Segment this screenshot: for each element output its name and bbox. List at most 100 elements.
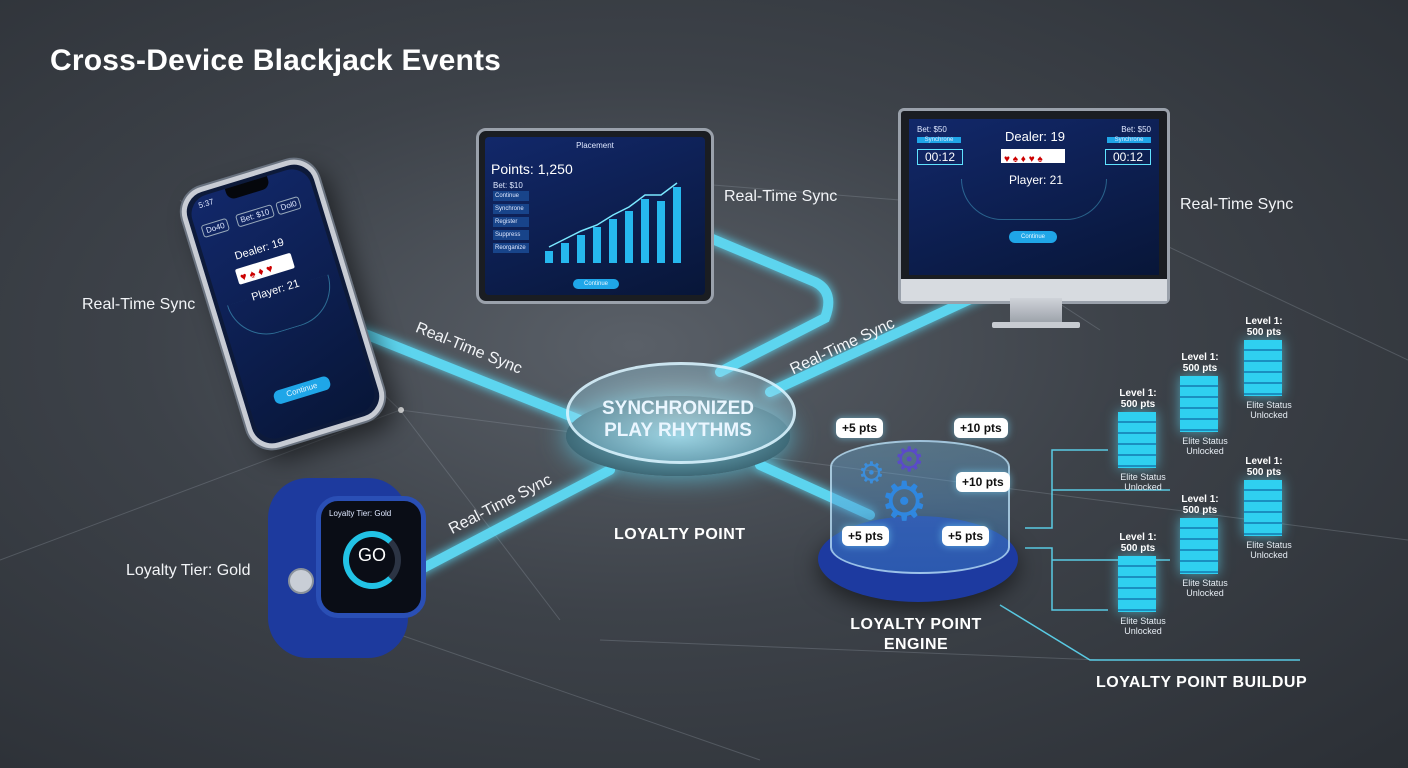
buildup-caption: LOYALTY POINT BUILDUP xyxy=(1096,674,1308,691)
phone-continue-button[interactable]: Continue xyxy=(272,375,332,406)
tablet-menu-item[interactable]: Suppress xyxy=(493,230,529,240)
gear-icon: ⚙ xyxy=(858,457,885,490)
phone-bet-label: Bet: $10 xyxy=(234,204,275,228)
stack-blocks xyxy=(1118,556,1156,612)
stack-status-sub: Unlocked xyxy=(1124,626,1162,636)
tablet-header: Placement xyxy=(576,141,614,150)
watch-center-text: GO xyxy=(357,545,386,565)
hub-title-line2: PLAY RHYTHMS xyxy=(604,420,752,441)
points-badge: +5 pts xyxy=(842,526,890,546)
sync-path-tablet xyxy=(705,233,834,377)
stack-status-label: Elite Status xyxy=(1246,400,1292,410)
monitor-timer-right: 00:12 xyxy=(1105,149,1151,165)
sync-path-phone xyxy=(325,315,585,425)
sync-path-monitor xyxy=(765,285,995,397)
monitor-device: Bet: $50 Bet: $50 Synchrone Synchrone 00… xyxy=(898,108,1170,304)
stack-status-label: Elite Status xyxy=(1120,472,1166,482)
monitor-cards: ♥ ♠ ♦ ♥ ♠ xyxy=(1001,149,1065,165)
phone-status-time: 5:37 xyxy=(197,197,215,211)
sync-hub: SYNCHRONIZED PLAY RHYTHMS xyxy=(566,362,796,480)
tablet-bet: Bet: $10 xyxy=(493,181,523,190)
stack-status-sub: Unlocked xyxy=(1186,446,1224,456)
phone-notch xyxy=(224,176,271,201)
stack-status-sub: Unlocked xyxy=(1250,550,1288,560)
stack-level-label: Level 1: xyxy=(1245,316,1283,327)
stack-blocks xyxy=(1118,412,1156,468)
tablet-device: Placement Points: 1,250 Bet: $10 Continu… xyxy=(476,128,714,304)
stack-points-label: 500 pts xyxy=(1182,363,1218,374)
tablet-menu-item[interactable]: Reorganize xyxy=(493,243,529,253)
hub-top xyxy=(566,362,796,464)
tablet-menu-item[interactable]: Register xyxy=(493,217,529,227)
monitor-pill-left: Synchrone xyxy=(917,137,961,143)
tablet-screen: Placement Points: 1,250 Bet: $10 Continu… xyxy=(485,137,705,295)
engine-cylinder xyxy=(830,440,1010,574)
monitor-table-arc xyxy=(961,179,1107,220)
gear-icon: ⚙ xyxy=(880,472,929,532)
tablet-continue-button[interactable]: Continue xyxy=(573,279,619,289)
tablet-bar-chart xyxy=(545,182,681,263)
tablet-menu: Continue Synchrone Register Suppress Reo… xyxy=(493,191,529,256)
page-title: Cross-Device Blackjack Events xyxy=(50,44,502,77)
monitor-bet-left: Bet: $50 xyxy=(917,125,947,134)
tablet-points: Points: 1,250 xyxy=(491,161,573,177)
stack-points-label: 500 pts xyxy=(1246,327,1282,338)
stack-level-label: Level 1: xyxy=(1119,388,1157,399)
stack-status-sub: Unlocked xyxy=(1250,410,1288,420)
monitor-screen: Bet: $50 Bet: $50 Synchrone Synchrone 00… xyxy=(909,119,1159,275)
watch-progress-ring xyxy=(343,531,401,589)
stack-status-sub: Unlocked xyxy=(1124,482,1162,492)
stack-points-label: 500 pts xyxy=(1120,399,1156,410)
points-badge: +10 pts xyxy=(954,418,1008,438)
tablet-menu-item[interactable]: Synchrone xyxy=(493,204,529,214)
stack-points-label: 500 pts xyxy=(1246,467,1282,478)
stack-blocks xyxy=(1180,518,1218,574)
watch-header: Loyalty Tier: Gold xyxy=(329,509,392,518)
stack-status-label: Elite Status xyxy=(1120,616,1166,626)
stack-status-label: Elite Status xyxy=(1182,436,1228,446)
stack-blocks xyxy=(1180,376,1218,432)
monitor-bet-right: Bet: $50 xyxy=(1121,125,1151,134)
monitor-pill-right: Synchrone xyxy=(1107,137,1151,143)
monitor-sync-label: Real-Time Sync xyxy=(1180,196,1294,213)
hub-caption: LOYALTY POINT xyxy=(614,526,746,543)
sync-path-watch xyxy=(405,465,615,580)
stack-status-label: Elite Status xyxy=(1246,540,1292,550)
monitor-chin xyxy=(901,279,1167,301)
monitor-timer-left: 00:12 xyxy=(917,149,963,165)
watch-device: Loyalty Tier: Gold GO xyxy=(316,496,426,618)
engine-caption-line1: LOYALTY POINT xyxy=(850,616,982,633)
monitor-stand xyxy=(1010,298,1062,324)
tablet-menu-item[interactable]: Continue xyxy=(493,191,529,201)
stack-points-label: 500 pts xyxy=(1182,505,1218,516)
monitor-continue-button[interactable]: Continue xyxy=(1009,231,1057,243)
points-badge: +10 pts xyxy=(956,472,1010,492)
stack-blocks xyxy=(1244,480,1282,536)
watch-tier-label: Loyalty Tier: Gold xyxy=(126,562,251,579)
stack-level-label: Level 1: xyxy=(1181,352,1219,363)
monitor-base xyxy=(992,322,1080,328)
gear-icon: ⚙ xyxy=(894,441,925,479)
phone-bet-left: Do40 xyxy=(200,217,231,239)
stack-level-label: Level 1: xyxy=(1181,494,1219,505)
stack-blocks xyxy=(1244,340,1282,396)
loyalty-engine: ⚙ ⚙ ⚙ xyxy=(818,420,1018,606)
points-badge: +5 pts xyxy=(836,418,884,438)
stack-status-label: Elite Status xyxy=(1182,578,1228,588)
tablet-sync-label: Real-Time Sync xyxy=(724,188,838,205)
monitor-dealer-label: Dealer: 19 xyxy=(1005,129,1065,144)
phone-sync-label: Real-Time Sync xyxy=(82,296,196,313)
stack-level-label: Level 1: xyxy=(1119,532,1157,543)
engine-caption-line2: ENGINE xyxy=(883,636,949,653)
points-badge: +5 pts xyxy=(942,526,990,546)
watch-crown xyxy=(288,568,314,594)
stack-level-label: Level 1: xyxy=(1245,456,1283,467)
hub-title-line1: SYNCHRONIZED xyxy=(601,398,754,419)
